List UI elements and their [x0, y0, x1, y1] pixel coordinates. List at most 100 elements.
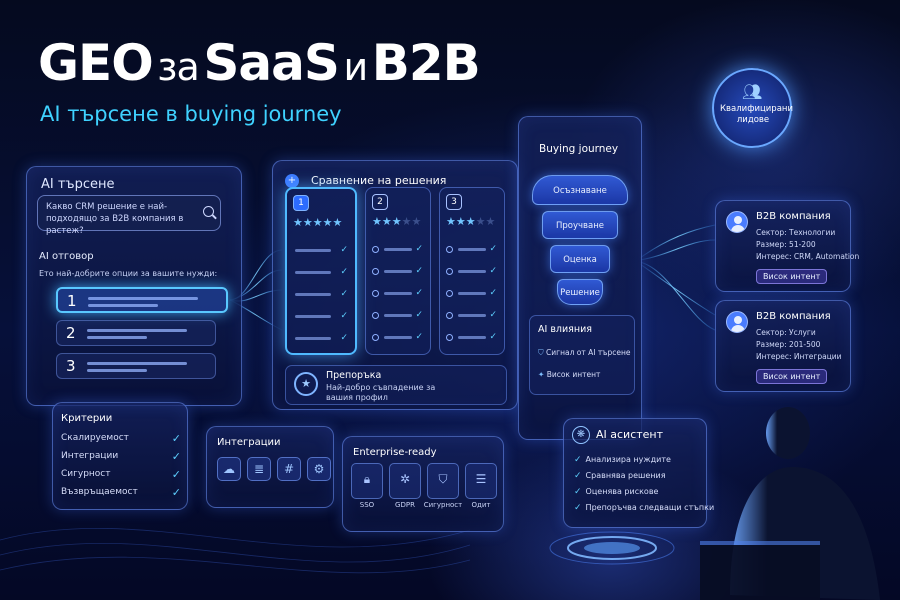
company-size: Размер: 201-500 — [756, 340, 821, 349]
avatar-icon — [726, 211, 748, 233]
high-intent-badge: Висок интент — [756, 269, 828, 284]
funnel-stage-evaluation[interactable]: Оценка — [550, 245, 610, 273]
audit-icon[interactable]: ☰ — [465, 463, 497, 499]
solution-number: 2 — [372, 194, 388, 210]
funnel-stage-research[interactable]: Проучване — [542, 211, 618, 239]
recommendation-title: Препоръка — [326, 370, 382, 381]
database-icon[interactable]: ≣ — [247, 457, 271, 481]
check-icon: ✓ — [171, 432, 181, 445]
enterprise-title: Enterprise-ready — [353, 447, 437, 458]
brain-icon: ❋ — [572, 426, 590, 444]
check-icon: ✓ — [574, 487, 582, 497]
check-icon: ✓ — [171, 468, 181, 481]
assistant-item: ✓Оценява рискове — [574, 487, 659, 497]
recommendation-text: Най-добро съвпадение за вашия профил — [326, 383, 436, 402]
high-intent-badge: Висок интент — [756, 369, 828, 384]
rating-stars: ★★★★★ — [446, 215, 496, 228]
criteria-title: Критерии — [61, 413, 113, 424]
award-icon: ★ — [294, 372, 318, 396]
search-icon[interactable] — [203, 206, 214, 217]
criteria-item: Скалируемост✓ — [61, 432, 181, 445]
answer-option-2[interactable]: 2 — [56, 320, 216, 346]
buying-journey-panel: Buying journey Осъзнаване Проучване Оцен… — [518, 116, 642, 440]
eu-stars-icon[interactable]: ✲ — [389, 463, 421, 499]
plus-icon[interactable]: + — [285, 174, 299, 188]
gear-icon[interactable]: ⚙ — [307, 457, 331, 481]
check-icon: ✓ — [171, 450, 181, 463]
qualified-leads-title: Квалифицирани лидове — [720, 104, 793, 125]
company-size: Размер: 51-200 — [756, 240, 816, 249]
answer-number: 1 — [67, 292, 77, 310]
assistant-item: ✓Сравнява решения — [574, 471, 666, 481]
avatar-icon — [726, 311, 748, 333]
integrations-panel: Интеграции ☁ ≣ # ⚙ — [206, 426, 334, 508]
company-interest: Интерес: Интеграции — [756, 352, 842, 361]
buying-journey-title: Buying journey — [539, 143, 619, 155]
answer-line — [87, 369, 147, 372]
answer-option-3[interactable]: 3 — [56, 353, 216, 379]
ai-answer-intro: Ето най-добрите опции за вашите нужди: — [39, 269, 218, 278]
rating-stars: ★★★★★ — [372, 215, 422, 228]
hero-title: GEO за SaaS и B2B — [38, 34, 481, 92]
enterprise-item-gdpr: GDPR — [395, 501, 415, 509]
check-icon: ✓ — [574, 503, 582, 513]
lock-icon[interactable]: 🔒︎ — [351, 463, 383, 499]
answer-line — [88, 297, 198, 300]
criteria-item: Възвръщаемост✓ — [61, 486, 181, 499]
users-icon: 👥︎ — [742, 82, 763, 101]
check-icon: ✓ — [171, 486, 181, 499]
ai-answer-title: AI отговор — [39, 251, 94, 262]
ai-assistant-title: AI асистент — [596, 428, 664, 441]
company-card-1[interactable]: B2B компания Сектор: Технологии Размер: … — [715, 200, 859, 292]
enterprise-panel: Enterprise-ready 🔒︎ SSO ✲ GDPR ⛉ Сигурно… — [342, 436, 504, 532]
comparison-panel: + Сравнение на решения 1 ★★★★★ ✓ ✓ ✓ ✓ ✓… — [272, 160, 518, 410]
solution-number: 1 — [293, 195, 309, 211]
ai-signal-row: ⛉ Сигнал от AI търсене — [538, 348, 631, 357]
slack-icon[interactable]: # — [277, 457, 301, 481]
answer-line — [87, 336, 147, 339]
solution-card-1[interactable]: 1 ★★★★★ ✓ ✓ ✓ ✓ ✓ — [285, 187, 357, 355]
shield-check-icon[interactable]: ⛉ — [427, 463, 459, 499]
answer-number: 2 — [66, 324, 76, 342]
recommendation-box: ★ Препоръка Най-добро съвпадение за ваши… — [285, 365, 507, 405]
criteria-item: Интеграции✓ — [61, 450, 181, 463]
check-icon: ✓ — [574, 455, 582, 465]
answer-line — [88, 304, 158, 307]
search-query-text: Какво CRM решение е най-подходящо за B2B… — [46, 202, 184, 236]
solution-card-3[interactable]: 3 ★★★★★ ✓ ✓ ✓ ✓ ✓ — [439, 187, 505, 355]
assistant-item: ✓Препоръчва следващи стъпки — [574, 503, 715, 513]
criteria-item: Сигурност✓ — [61, 468, 181, 481]
high-intent-row: ✦ Висок интент — [538, 370, 601, 379]
hero-subtitle: AI търсене в buying journey — [40, 102, 342, 126]
funnel-stage-decision[interactable]: Решение — [557, 279, 603, 305]
ai-influence-title: AI влияния — [538, 324, 592, 335]
company-card-2[interactable]: B2B компания Сектор: Услуги Размер: 201-… — [715, 300, 851, 392]
comparison-title: Сравнение на решения — [311, 174, 447, 187]
person-silhouette — [700, 407, 880, 600]
company-sector: Сектор: Услуги — [756, 328, 816, 337]
integrations-title: Интеграции — [217, 437, 281, 448]
assistant-item: ✓Анализира нуждите — [574, 455, 671, 465]
company-interest: Интерес: CRM, Automation — [756, 252, 860, 261]
answer-number: 3 — [66, 357, 76, 375]
company-sector: Сектор: Технологии — [756, 228, 836, 237]
criteria-panel: Критерии Скалируемост✓ Интеграции✓ Сигур… — [52, 402, 188, 510]
shield-icon: ⛉ — [538, 348, 544, 357]
ai-search-title: AI търсене — [41, 177, 115, 192]
enterprise-item-audit: Одит — [471, 501, 491, 509]
ai-assistant-panel: ❋ AI асистент ✓Анализира нуждите ✓Сравня… — [563, 418, 714, 528]
company-title: B2B компания — [756, 311, 831, 322]
funnel-stage-awareness[interactable]: Осъзнаване — [532, 175, 628, 205]
answer-line — [87, 329, 187, 332]
answer-option-1[interactable]: 1 — [56, 287, 228, 313]
enterprise-item-sso: SSO — [359, 501, 375, 509]
company-title: B2B компания — [756, 211, 831, 222]
cloud-icon[interactable]: ☁ — [217, 457, 241, 481]
check-icon: ✓ — [574, 471, 582, 481]
rating-stars: ★★★★★ — [293, 216, 343, 229]
answer-line — [87, 362, 187, 365]
qualified-leads-badge: 👥︎ Квалифицирани лидове — [712, 68, 793, 148]
search-input[interactable]: Какво CRM решение е най-подходящо за B2B… — [37, 195, 221, 236]
solution-card-2[interactable]: 2 ★★★★★ ✓ ✓ ✓ ✓ ✓ — [365, 187, 431, 355]
